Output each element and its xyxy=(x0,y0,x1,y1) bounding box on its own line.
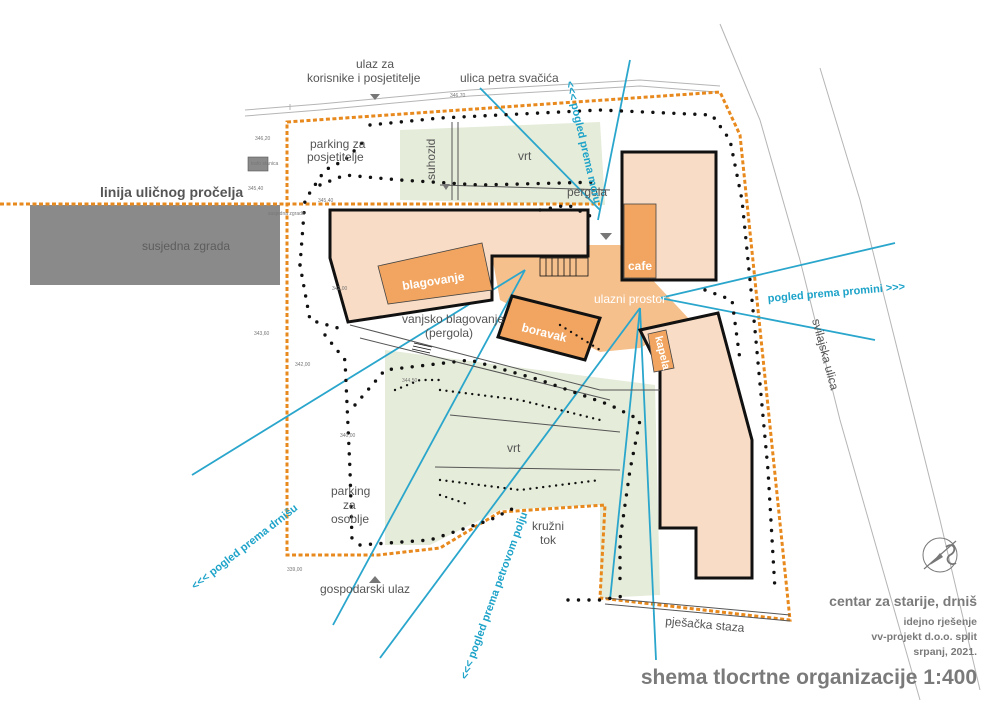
view-pogled-prema-drnisu: <<< pogled prema drnišu xyxy=(189,502,300,592)
pergola-stairs xyxy=(411,342,433,354)
elevation: 344,50 xyxy=(402,378,418,384)
tree-rows xyxy=(298,108,777,602)
label-ulica-petra-svacica: ulica petra svačića xyxy=(460,71,559,85)
elevation: 345,40 xyxy=(318,198,334,204)
label-parking-osoblje-1: parking xyxy=(331,484,370,498)
chapel-wing xyxy=(637,311,754,580)
label-pjesacka-staza: pješačka staza xyxy=(665,614,746,635)
trafo-note: trafo stanica xyxy=(251,161,278,167)
label-vrt-bottom: vrt xyxy=(507,441,521,455)
garden-top xyxy=(400,122,605,205)
label-kruzni-tok-1: kružni xyxy=(532,519,564,533)
title-line-2: idejno rješenje xyxy=(903,616,977,628)
site-boundary xyxy=(285,90,792,622)
label-cafe: cafe xyxy=(628,259,652,273)
chapel-room xyxy=(647,329,675,373)
title-line-4: srpanj, 2021. xyxy=(913,646,977,658)
north-arrow-icon xyxy=(922,537,958,573)
elevation: 343,60 xyxy=(254,331,270,337)
label-linija-ulicnog-procelja: linija uličnog pročelja xyxy=(100,184,243,200)
neighbor-note: susjedna zgrada xyxy=(268,211,305,217)
label-ulaz-korisnike-2: korisnike i posjetitelje xyxy=(307,71,421,85)
page-title: shema tlocrtne organizacije 1:400 xyxy=(641,666,977,689)
label-parking-osoblje-3: osoblje xyxy=(331,512,369,526)
label-suhozid: suhozid xyxy=(424,139,438,180)
label-parking-posjetitelje-2: posjetitelje xyxy=(307,150,364,164)
entrance-marker-plaza xyxy=(600,233,612,240)
view-pogled-prema-petrovom-polju: <<< pogled prema petrovom polju xyxy=(459,511,531,681)
title-line-3: vv-projekt d.o.o. split xyxy=(871,631,977,643)
elevation: 342,00 xyxy=(332,286,348,292)
elevation: 339,00 xyxy=(287,567,303,573)
street-lines xyxy=(244,23,981,701)
elevation: 342,00 xyxy=(295,362,311,368)
entrance-marker-bottom xyxy=(369,576,381,583)
living-room xyxy=(496,294,602,362)
label-ulazni-prostor: ulazni prostor xyxy=(594,292,666,306)
elevation: 340,00 xyxy=(340,433,356,439)
trafo-station xyxy=(247,156,269,172)
garden-bottom xyxy=(385,350,660,598)
view-pogled-prema-promini: pogled prema promini >>> xyxy=(767,281,905,305)
label-parking-osoblje-2: za xyxy=(343,498,356,512)
label-pergola: pergola xyxy=(567,185,607,199)
label-kruzni-tok-2: tok xyxy=(540,533,557,547)
paths xyxy=(349,122,791,622)
label-vrt-top: vrt xyxy=(518,149,532,163)
elevation: 346,70 xyxy=(450,93,466,99)
label-vanjsko-blagovanje-2: (pergola) xyxy=(425,326,473,340)
suhozid-marker xyxy=(442,184,450,190)
entrance-marker-top xyxy=(370,94,380,100)
gardens xyxy=(385,122,660,598)
stairs xyxy=(539,257,589,277)
label-svilajska-ulica: svilajska ulica xyxy=(809,317,842,392)
elevation: 345,40 xyxy=(248,186,264,192)
label-vanjsko-blagovanje-1: vanjsko blagovanje xyxy=(402,312,504,326)
title-line-1: centar za starije, drniš xyxy=(829,593,977,609)
dining-room xyxy=(377,242,493,305)
label-parking-posjetitelje-1: parking za xyxy=(310,137,366,151)
label-susjedna-zgrada: susjedna zgrada xyxy=(142,239,230,253)
elevation: 346,20 xyxy=(255,136,271,142)
neighbor-building xyxy=(30,205,280,285)
label-gospodarski-ulaz: gospodarski ulaz xyxy=(320,582,410,596)
buildings xyxy=(328,150,754,580)
label-ulaz-korisnike-1: ulaz za xyxy=(356,57,394,71)
cafe-room xyxy=(623,203,657,279)
